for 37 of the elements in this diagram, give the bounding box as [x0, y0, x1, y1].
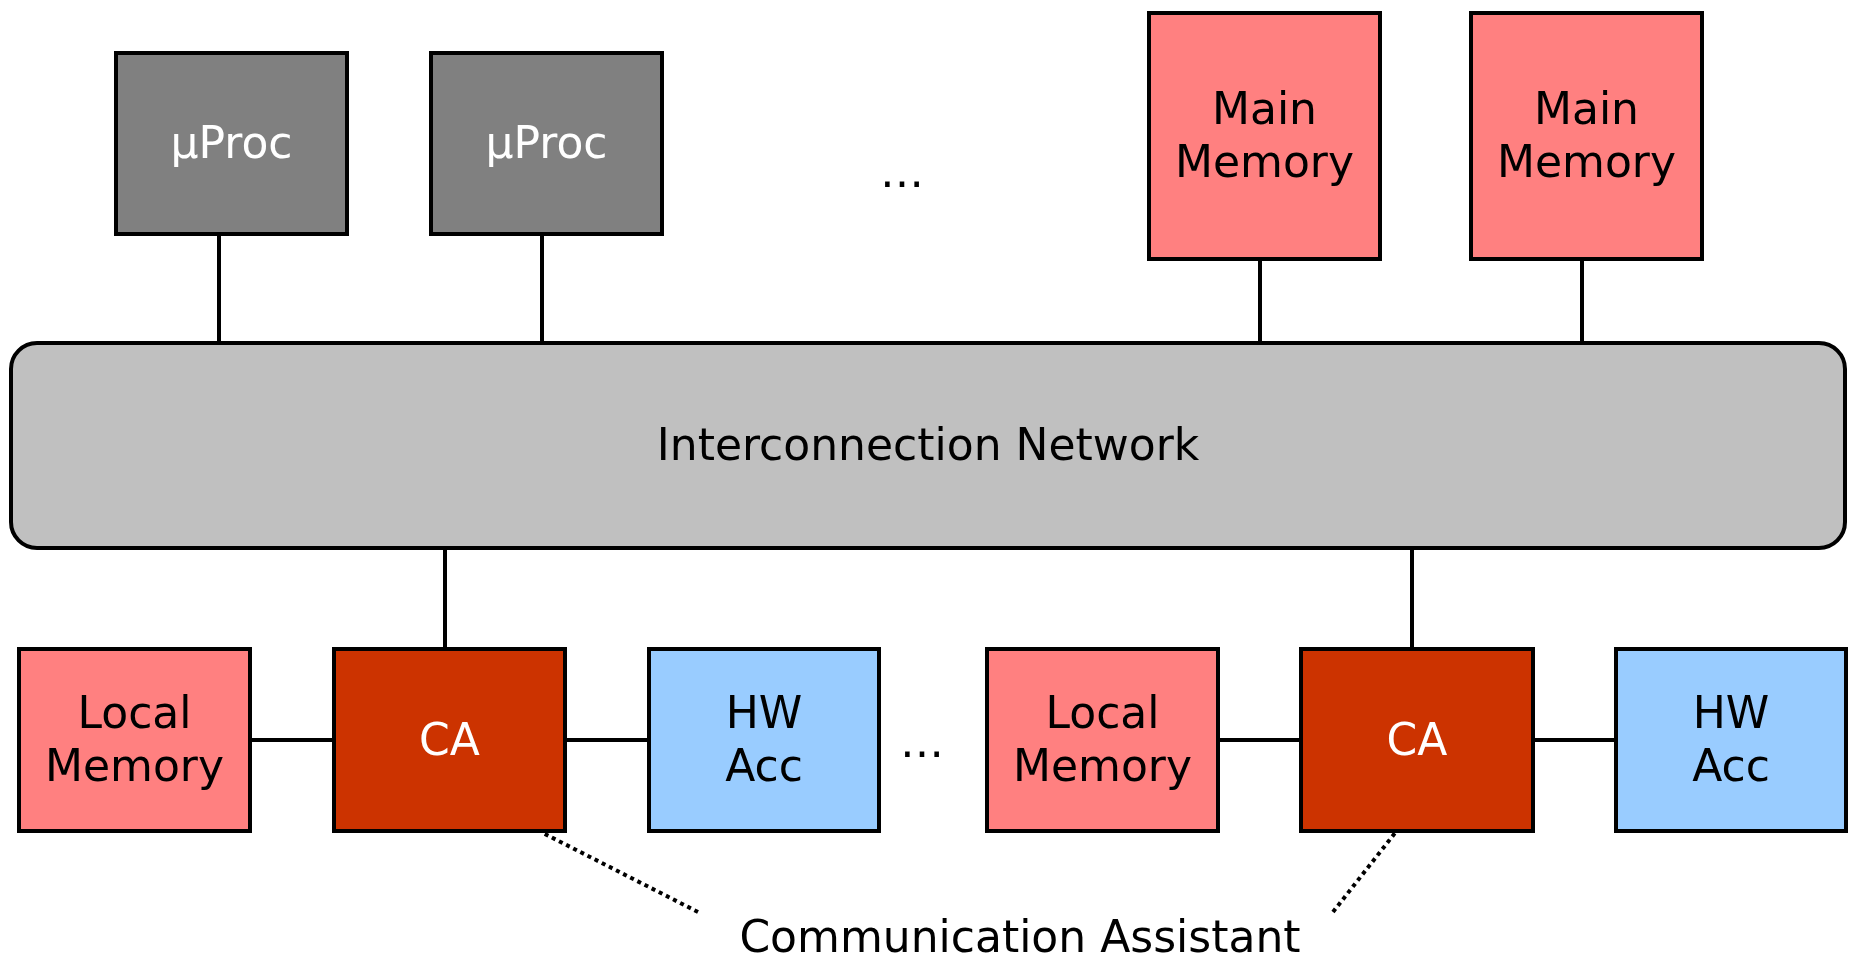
processor-box — [429, 51, 664, 236]
connector-line — [1410, 550, 1414, 647]
ellipsis-text: … — [880, 150, 924, 194]
connector-line — [443, 550, 447, 647]
accelerator-box — [647, 647, 881, 833]
processor-box — [114, 51, 349, 236]
connector-line — [1220, 738, 1299, 742]
node-label: µProc — [484, 117, 609, 170]
node-label: Local Memory — [44, 687, 225, 793]
assistant-box — [1299, 647, 1535, 833]
node-label: Main Memory — [1496, 83, 1677, 189]
node-label: Local Memory — [1012, 687, 1193, 793]
connector-line — [567, 738, 647, 742]
node-label: Interconnection Network — [655, 419, 1201, 472]
ellipsis-text: … — [900, 720, 944, 764]
connector-line — [217, 236, 221, 341]
connector-line — [252, 738, 332, 742]
memory-box — [1147, 11, 1382, 261]
connector-line — [1258, 261, 1262, 341]
leader-line — [1331, 831, 1397, 914]
node-label: CA — [1385, 713, 1449, 767]
connector-line — [540, 236, 544, 341]
memory-box — [1469, 11, 1704, 261]
node-label: Main Memory — [1174, 83, 1355, 189]
network-band — [9, 341, 1847, 550]
assistant-box — [332, 647, 567, 833]
accelerator-box — [1614, 647, 1848, 833]
node-label: HW Acc — [1691, 687, 1771, 793]
memory-box — [17, 647, 252, 833]
connector-line — [1535, 738, 1614, 742]
leader-line — [542, 831, 699, 914]
memory-box — [985, 647, 1220, 833]
node-label: HW Acc — [724, 687, 804, 793]
node-label: CA — [418, 713, 481, 767]
connector-line — [1580, 261, 1584, 341]
node-label: µProc — [169, 117, 294, 170]
annotation-text: Communication Assistant — [715, 912, 1325, 962]
